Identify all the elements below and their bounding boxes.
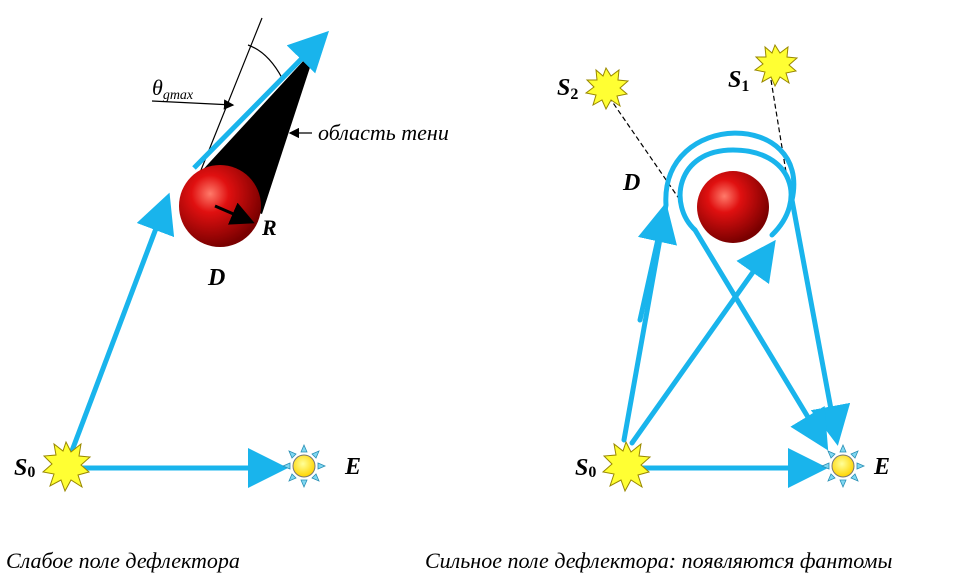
shadow-label: область тени [318,120,449,145]
ray-source-to-deflector [67,192,175,457]
phantom-star-s2-icon [584,66,630,111]
caption-strong-field: Сильное поле дефлектора: появляются фант… [425,548,893,573]
source-star-strong-icon [601,440,652,493]
ray-deflected [192,30,330,170]
angle-arc [247,44,283,79]
theta-pointer [151,99,235,110]
theta-label: θgmax [152,75,194,103]
earth-sun-icon [281,443,327,489]
caption-weak-field: Слабое поле дефлектора [6,548,240,573]
earth-strong-label: E [873,454,890,480]
left-panel: θgmax область тени R D S0 E [14,17,449,493]
earth-label: E [344,454,361,480]
ray-inner-loop [677,147,829,451]
earth-sun-strong-icon [820,443,866,489]
phantom-s2-label: S2 [557,75,578,103]
sightline-s2 [608,96,683,204]
ray-outer-loop [621,130,851,446]
deflector-ball-strong [697,171,769,243]
source-star-icon [41,440,92,493]
phantom-star-s1-icon [753,43,799,88]
ray-crossing [629,239,776,446]
radius-label: R [261,215,277,240]
deflector-label: D [207,265,225,291]
phantom-s1-label: S1 [728,67,749,95]
deflector-ball [179,165,261,247]
source-strong-label: S0 [575,455,596,481]
ray-left-ascent-arrow [637,202,678,323]
radius-arrow [214,202,255,225]
deflector-strong-label: D [622,170,640,196]
source-label: S0 [14,455,35,481]
right-panel: S2 S1 D S0 E [557,43,890,493]
